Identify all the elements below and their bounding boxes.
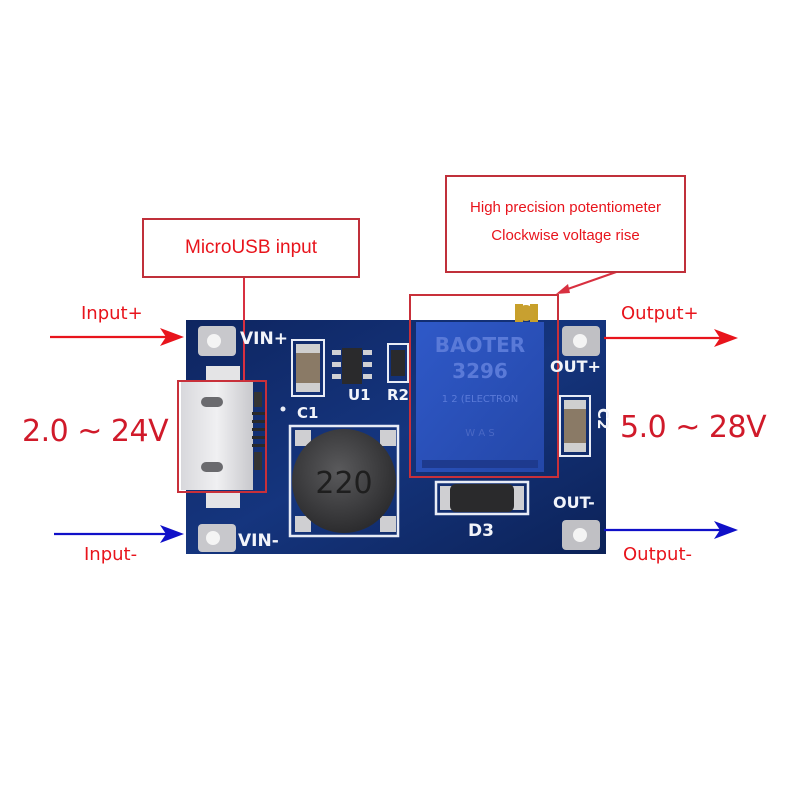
- potentiometer-callout: High precision potentiometer Clockwise v…: [445, 175, 686, 273]
- potentiometer-callout-line2: Clockwise voltage rise: [491, 227, 640, 244]
- silk-d3: D3: [468, 521, 494, 541]
- silk-vin-minus: VIN-: [238, 531, 279, 551]
- silk-c2: C2: [594, 408, 612, 429]
- pad-vin-minus: [198, 524, 236, 552]
- microusb-callout: MicroUSB input: [142, 218, 360, 278]
- potentiometer-highlight-box: [409, 294, 559, 478]
- silk-out-plus: OUT+: [550, 357, 601, 376]
- inductor-marking: 220: [315, 466, 372, 501]
- capacitor-c1: [291, 339, 325, 397]
- chip-u1: [332, 348, 372, 384]
- inductor-220: [288, 424, 400, 538]
- label-output-minus: Output-: [623, 544, 693, 565]
- silk-r2: R2: [387, 386, 409, 404]
- pad-out-plus: [562, 326, 600, 356]
- svg-text:BAOTER: BAOTER: [435, 333, 525, 357]
- label-input-minus: Input-: [84, 544, 138, 565]
- arrow-input-plus: [50, 328, 184, 346]
- arrow-output-plus: [604, 329, 738, 347]
- arrow-input-minus: [54, 525, 184, 543]
- silk-out-minus: OUT-: [553, 493, 595, 512]
- potentiometer-callout-line1: High precision potentiometer: [470, 199, 661, 216]
- svg-text:W A S: W A S: [465, 428, 494, 439]
- microusb-connector: [181, 382, 266, 490]
- svg-text:3296: 3296: [452, 359, 508, 383]
- silk-u1: U1: [348, 386, 371, 404]
- output-voltage-range: 5.0 ~ 28V: [620, 410, 767, 445]
- silk-c1: C1: [297, 404, 318, 422]
- potentiometer-leader-arrow: [556, 269, 623, 294]
- label-input-plus: Input+: [81, 303, 143, 324]
- resistor-r2: [387, 343, 409, 383]
- pad-vin-plus: [198, 326, 236, 356]
- diode-d3: [434, 480, 530, 516]
- input-voltage-range: 2.0 ~ 24V: [22, 414, 169, 449]
- svg-text:1 2 (ELECTRON: 1 2 (ELECTRON: [442, 394, 519, 405]
- arrow-output-minus: [604, 521, 738, 539]
- pad-out-minus: [562, 520, 600, 550]
- label-output-plus: Output+: [621, 303, 699, 324]
- silk-vin-plus: VIN+: [240, 329, 288, 349]
- microusb-highlight-box: [177, 380, 267, 493]
- capacitor-c2: [559, 395, 591, 457]
- potentiometer: BAOTER 3296 1 2 (ELECTRON W A S: [416, 304, 544, 472]
- microusb-callout-label: MicroUSB input: [185, 237, 317, 258]
